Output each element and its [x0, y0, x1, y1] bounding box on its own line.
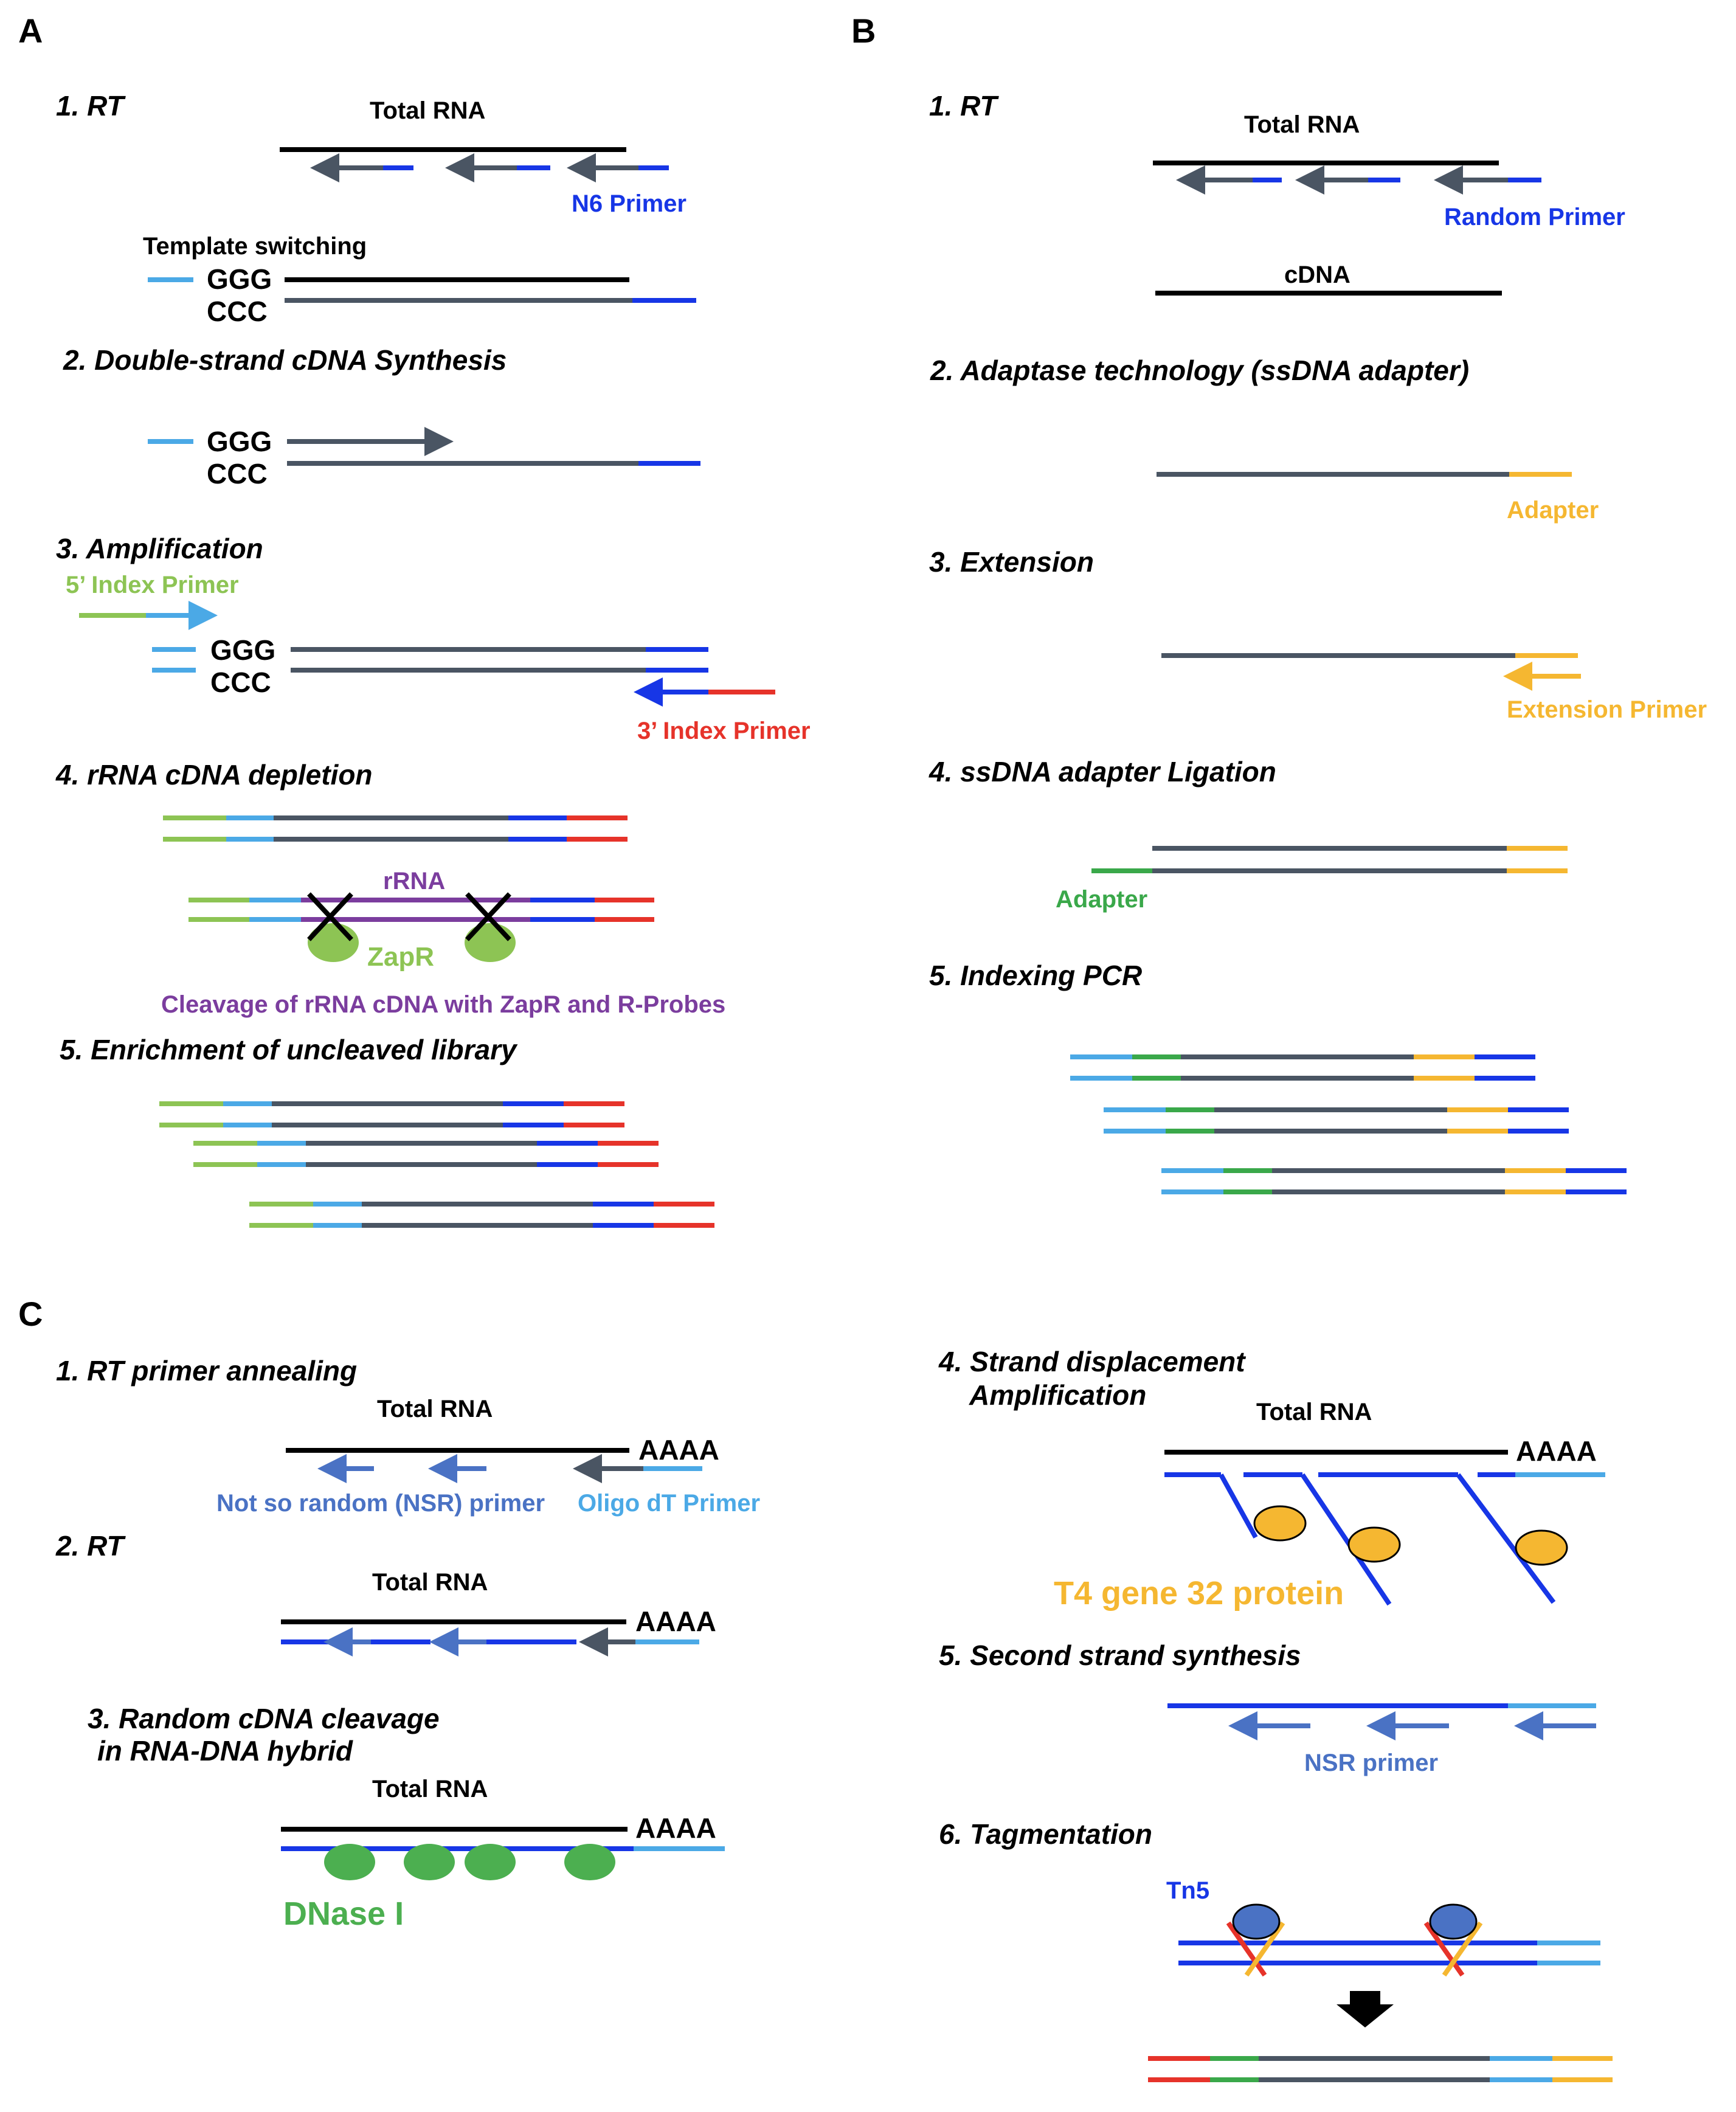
c-tn5-label: Tn5: [1166, 1877, 1209, 1904]
c-aaaa-3: AAAA: [635, 1812, 716, 1844]
b-cdna-label: cDNA: [1284, 261, 1350, 288]
a-step1-title: 1. RT: [56, 90, 126, 122]
panel-a: 1. RT Total RNA N6 Primer Template switc…: [55, 90, 811, 1228]
c-step5-title: 5. Second strand synthesis: [939, 1639, 1301, 1671]
b-step4-title: 4. ssDNA adapter Ligation: [929, 756, 1276, 788]
dnase-enzyme: [404, 1844, 455, 1880]
a-ggg-3: GGG: [210, 634, 275, 666]
c-step3-title-line1: 3. Random cDNA cleavage: [88, 1703, 440, 1734]
a-ccc-2: CCC: [207, 458, 268, 490]
a-cleavage-caption: Cleavage of rRNA cDNA with ZapR and R-Pr…: [161, 991, 725, 1018]
c6-tagmented-library: [1148, 2056, 1613, 2082]
a-library-pair-1: [163, 815, 628, 842]
b-extension-primer-label: Extension Primer: [1507, 696, 1707, 723]
cleavage-x-icon: [465, 892, 511, 941]
c-step4-title-line2: Amplification: [969, 1379, 1146, 1411]
c-aaaa-1: AAAA: [638, 1434, 719, 1466]
c-oligo-dt-label: Oligo dT Primer: [578, 1490, 760, 1517]
a-ccc-3: CCC: [210, 666, 271, 698]
c-total-rna-label-1: Total RNA: [377, 1396, 493, 1422]
a-ggg-1: GGG: [207, 263, 272, 295]
a-step3-title: 3. Amplification: [56, 533, 263, 564]
b-random-primer-label: Random Primer: [1444, 204, 1625, 230]
b-step3-title: 3. Extension: [929, 546, 1094, 578]
c-dnase-label: DNase I: [283, 1896, 404, 1932]
down-arrow-icon: [1337, 1991, 1394, 2027]
zapr-enzyme: [465, 923, 516, 962]
tn5-enzyme: [1429, 1903, 1478, 1940]
panel-c: 1. RT primer annealing Total RNA AAAA No…: [55, 1346, 1613, 2082]
seg: [1300, 1473, 1392, 1606]
c-step4-title-line1: 4. Strand displacement: [938, 1346, 1246, 1377]
b-step2-title: 2. Adaptase technology (ssDNA adapter): [930, 355, 1469, 386]
tn5-cut-x-icon: [1226, 1921, 1285, 1977]
c-aaaa-2: AAAA: [635, 1605, 716, 1637]
a-step4-title: 4. rRNA cDNA depletion: [55, 759, 373, 791]
c-aaaa-4: AAAA: [1516, 1435, 1597, 1467]
c-nsr-primer-label-2: NSR primer: [1304, 1750, 1438, 1776]
a-ggg-2: GGG: [207, 426, 272, 457]
a-rrna-cdna-duplex: [188, 898, 654, 922]
a-rrna-label: rRNA: [383, 868, 445, 895]
c-total-rna-label-2: Total RNA: [372, 1569, 488, 1596]
a-5-index-primer-label: 5’ Index Primer: [66, 572, 239, 598]
panel-label-a: A: [18, 12, 43, 50]
a-enriched-library: [159, 1101, 714, 1228]
c-nsr-primer-label: Not so random (NSR) primer: [216, 1490, 545, 1517]
a-total-rna-label: Total RNA: [370, 97, 485, 124]
t4-protein: [1253, 1505, 1307, 1542]
panel-label-b: B: [851, 12, 876, 50]
a-zapr-label: ZapR: [367, 942, 434, 972]
seg: [1219, 1473, 1258, 1539]
c-t4-label: T4 gene 32 protein: [1054, 1575, 1344, 1612]
b-step5-title: 5. Indexing PCR: [929, 960, 1142, 991]
c-step6-title: 6. Tagmentation: [939, 1818, 1152, 1850]
c4-displaced-strands: [1164, 1472, 1605, 1606]
panel-label-c: C: [18, 1295, 43, 1333]
panel-b: 1. RT Total RNA Random Primer cDNA 2. Ad…: [929, 90, 1707, 1194]
a-template-switching-label: Template switching: [143, 233, 367, 260]
zapr-enzyme: [308, 923, 359, 962]
b-adapter-green-label: Adapter: [1056, 886, 1147, 913]
b-adapter-orange-label: Adapter: [1507, 497, 1599, 524]
a-step2-title: 2. Double-strand cDNA Synthesis: [63, 344, 507, 376]
c-step1-title: 1. RT primer annealing: [56, 1355, 357, 1387]
dnase-enzyme: [324, 1844, 375, 1880]
t4-protein: [1515, 1529, 1568, 1566]
dnase-enzyme: [465, 1844, 516, 1880]
c-step3-title-line2: in RNA-DNA hybrid: [97, 1735, 353, 1767]
tn5-cut-x-icon: [1423, 1921, 1483, 1977]
c-step2-title: 2. RT: [55, 1530, 126, 1562]
seg: [1456, 1473, 1556, 1604]
a-n6-primer-label: N6 Primer: [572, 190, 686, 217]
cleavage-x-icon: [307, 892, 353, 941]
dnase-enzyme: [564, 1844, 615, 1880]
c-total-rna-label-3: Total RNA: [372, 1776, 488, 1802]
b-step1-title: 1. RT: [929, 90, 1000, 122]
a-step5-title: 5. Enrichment of uncleaved library: [60, 1034, 518, 1065]
tn5-enzyme: [1232, 1903, 1281, 1940]
a-ccc-1: CCC: [207, 296, 268, 327]
t4-protein: [1347, 1526, 1401, 1563]
a-3-index-primer-label: 3’ Index Primer: [637, 718, 811, 744]
c-total-rna-label-4: Total RNA: [1256, 1399, 1372, 1425]
b-total-rna-label: Total RNA: [1244, 111, 1360, 138]
b-indexed-library: [1070, 1054, 1627, 1194]
